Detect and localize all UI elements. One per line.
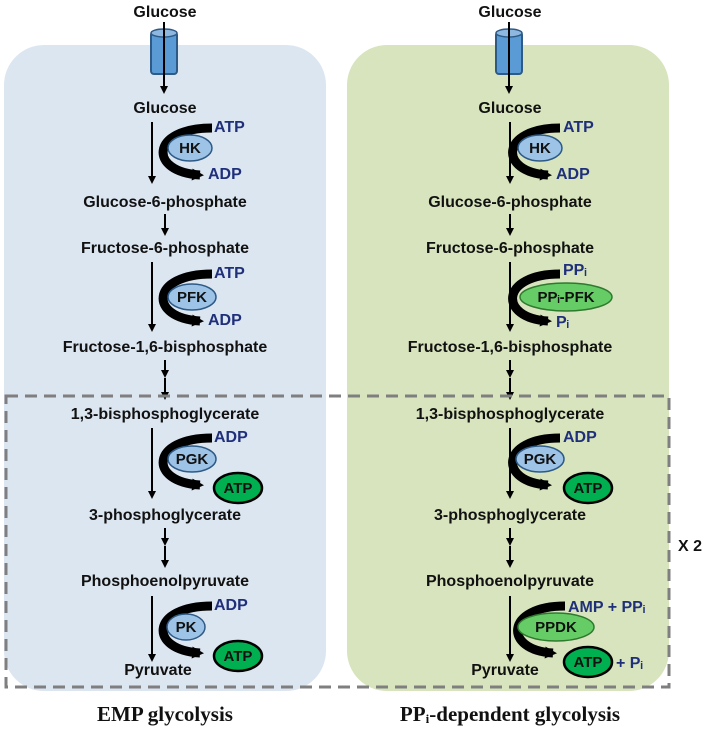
emp-pgk-atp-label: ATP [224,480,253,497]
ppi-pgk-atp-product [562,471,614,505]
ppi-hk-atp-in: ATP [563,119,594,136]
ppi-ppdk-atp-product [562,645,614,679]
ppi-title: PPᵢ-dependent glycolysis [400,702,620,726]
ppi-pfk-ppi-in: PPᵢ [563,262,587,279]
emp-hk-atp-in: ATP [214,119,245,136]
emp-hk-curved-arrow [158,123,213,181]
emp-glucose-transporter-icon [150,22,178,94]
ppi-ppdk-amp-ppi-in: AMP + PPᵢ [568,599,645,616]
emp-pgk-atp-product [212,471,264,505]
ppi-hk-label: HK [529,140,551,157]
ppi-f6p-label: Fructose-6-phosphate [426,240,594,257]
ppi-pfk-pi-out: Pᵢ [556,314,569,331]
ppi-pep-label: Phosphoenolpyruvate [426,573,594,590]
ppi-pg3-label: 3-phosphoglycerate [434,507,586,524]
emp-hk-enzyme [167,134,213,162]
ppi-ppdk-enzyme [517,612,595,642]
emp-f6p-label: Fructose-6-phosphate [81,240,249,257]
emp-pep-label: Phosphoenolpyruvate [81,573,249,590]
emp-pk-atp-product [212,639,264,673]
emp-pgk-adp-in: ADP [214,429,248,446]
ppi-pgk-adp-in: ADP [563,429,597,446]
emp-pgk-curved-arrow [158,433,213,491]
emp-pyruvate-label: Pyruvate [124,662,192,679]
emp-hk-adp-out: ADP [208,166,242,183]
ppi-hk-curved-arrow [508,123,561,181]
emp-pfk-atp-in: ATP [214,265,245,282]
emp-pk-curved-arrow [158,601,213,659]
emp-pk-adp-in: ADP [214,597,248,614]
ppi-glucose-transporter-icon [495,22,523,94]
ppi-glucose-label: Glucose [478,100,541,117]
emp-pgk-label: PGK [176,451,209,468]
ppi-pyruvate-label: Pyruvate [471,662,539,679]
emp-title: EMP glycolysis [97,702,233,726]
ppi-f16bp-label: Fructose-1,6-bisphosphate [408,339,613,356]
ppi-g6p-label: Glucose-6-phosphate [428,194,592,211]
ppi-external-glucose: Glucose [478,4,541,21]
emp-pfk-adp-out: ADP [208,312,242,329]
ppi-ppdk-label: PPDK [535,619,577,636]
emp-pk-label: PK [176,619,197,636]
repeat-segment-dashed-box [4,394,671,689]
emp-hk-label: HK [179,140,201,157]
ppi-pgk-label: PGK [524,451,557,468]
emp-pfk-curved-arrow [158,269,213,327]
ppi-ppdk-pi-out: + Pᵢ [616,655,643,672]
emp-pk-atp-label: ATP [224,648,253,665]
emp-pg3-label: 3-phosphoglycerate [89,507,241,524]
ppi-hk-adp-out: ADP [556,166,590,183]
emp-bpg13-label: 1,3-bisphosphoglycerate [71,406,260,423]
multiplier-label: X 2 [678,538,702,555]
emp-pfk-enzyme [167,283,217,311]
emp-f16bp-label: Fructose-1,6-bisphosphate [63,339,268,356]
emp-pfk-label: PFK [177,289,207,306]
ppi-pgk-curved-arrow [508,433,561,491]
ppi-pfk-label: PPᵢ-PFK [537,289,594,306]
ppi-pfk-curved-arrow [508,269,561,327]
emp-external-glucose: Glucose [133,4,196,21]
ppi-pfk-enzyme [519,282,613,312]
ppi-bpg13-label: 1,3-bisphosphoglycerate [416,406,605,423]
emp-g6p-label: Glucose-6-phosphate [83,194,247,211]
emp-pgk-enzyme [167,445,217,473]
ppi-hk-enzyme [517,134,563,162]
ppi-pgk-enzyme [515,445,565,473]
ppi-ppdk-atp-label: ATP [574,654,603,671]
ppi-panel-background [347,45,669,691]
emp-pk-enzyme [166,613,206,641]
emp-glucose-label: Glucose [133,100,196,117]
ppi-pgk-atp-label: ATP [574,480,603,497]
